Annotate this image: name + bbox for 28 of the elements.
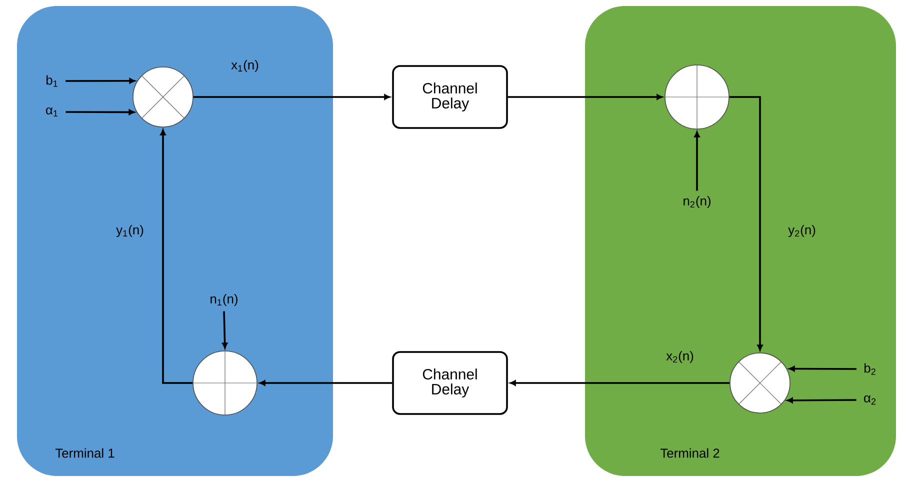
arrow bbox=[786, 398, 856, 404]
arrow bbox=[510, 380, 730, 386]
edge-label: y$_{1}$(n) bbox=[116, 224, 144, 238]
signal-label: n$_{1}$(n) bbox=[210, 294, 238, 306]
signal-label: b$_{1}$ bbox=[46, 75, 58, 87]
arrow bbox=[222, 311, 228, 349]
arrow bbox=[259, 380, 392, 386]
delay-box: Channel Delay bbox=[392, 351, 508, 415]
signal-label: α$_{2}$ bbox=[864, 395, 876, 405]
adder-circle bbox=[664, 64, 730, 130]
arrow bbox=[508, 94, 663, 100]
signal-label: α$_{1}$ bbox=[46, 107, 58, 117]
multiplier-circle bbox=[132, 66, 194, 128]
delay-box: Channel Delay bbox=[392, 65, 508, 129]
edge-label: y$_{2}$(n) bbox=[788, 224, 816, 238]
arrow bbox=[694, 131, 700, 191]
edge-label: x$_{2}$(n) bbox=[666, 350, 694, 364]
arrow bbox=[66, 78, 136, 84]
adder-circle bbox=[192, 350, 258, 416]
signal-label: b$_{2}$ bbox=[864, 363, 876, 375]
arrow bbox=[729, 96, 763, 351]
edge-label: x$_{1}$(n) bbox=[231, 60, 258, 72]
arrow bbox=[193, 94, 390, 100]
signal-label: n$_{2}$(n) bbox=[684, 196, 710, 208]
arrow bbox=[160, 129, 193, 384]
arrow bbox=[788, 366, 856, 372]
multiplier-circle bbox=[730, 352, 790, 414]
arrow bbox=[66, 109, 135, 115]
